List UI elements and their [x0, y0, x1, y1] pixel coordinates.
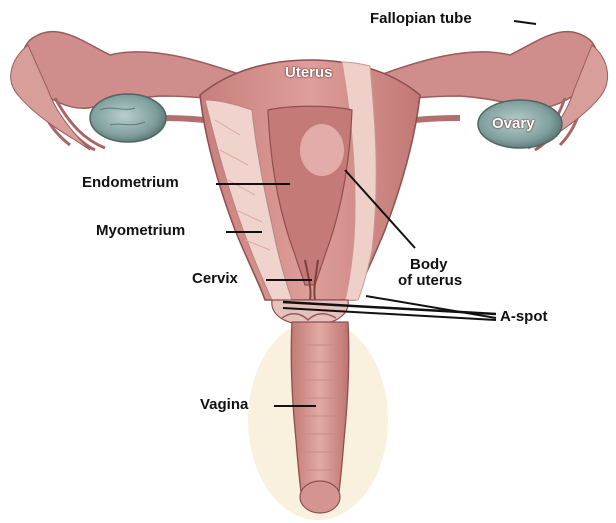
leader-fallopian-tube [514, 21, 536, 24]
label-cervix: Cervix [192, 270, 238, 287]
label-body-of-uterus-line2: of uterus [398, 272, 462, 289]
label-fallopian-tube: Fallopian tube [370, 10, 472, 27]
label-endometrium: Endometrium [82, 174, 179, 191]
label-body-of-uterus-line1: Body [410, 256, 448, 273]
label-myometrium: Myometrium [96, 222, 185, 239]
body-of-uterus-spot [300, 124, 344, 176]
label-ovary: Ovary [492, 115, 535, 132]
vagina [291, 322, 349, 500]
left-ovary [90, 94, 166, 142]
label-vagina: Vagina [200, 396, 248, 413]
label-a-spot: A-spot [500, 308, 548, 325]
vaginal-opening [300, 481, 340, 513]
label-uterus: Uterus [285, 64, 333, 81]
